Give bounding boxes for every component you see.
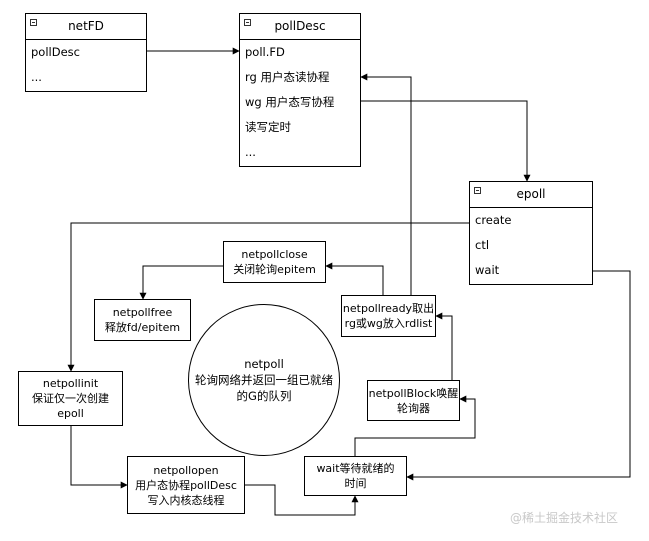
netpollinit-desc-line1: 保证仅一次创建	[32, 392, 109, 405]
epoll-method-wait: wait	[475, 263, 500, 277]
netpollopen-name: netpollopen	[153, 463, 219, 477]
netpollinit-box: netpollinit 保证仅一次创建 epoll	[18, 371, 123, 426]
netpoll-circle: netpoll 轮询网络并返回一组已就绪 的G的队列	[188, 304, 340, 456]
polldesc-field-rg: rg 用户态读协程	[245, 70, 330, 84]
netpollblock-box: netpollBlock唤醒 轮询器	[367, 380, 460, 421]
polldesc-field-wg: wg 用户态写协程	[245, 95, 335, 109]
netpollopen-desc-line1: 用户态协程pollDesc	[135, 478, 237, 492]
epoll-title: epoll	[516, 187, 546, 201]
arrow-netpollclose-to-netpollfree	[139, 265, 223, 300]
arrow-netpollblock-to-netpollready	[435, 312, 453, 380]
collapse-toggle-icon[interactable]	[244, 19, 251, 26]
netpollopen-box: netpollopen 用户态协程pollDesc 写入内核态线程	[127, 456, 245, 514]
netpollopen-desc-line2: 写入内核态线程	[147, 493, 225, 507]
epoll-class-box: epoll create ctl wait	[469, 181, 593, 285]
polldesc-field-pollfd: poll.FD	[245, 45, 285, 59]
netpollblock-desc: 轮询器	[397, 401, 430, 415]
netpollready-box: netpollready取出 rg或wg放入rdlist	[341, 295, 436, 337]
epoll-header: epoll	[470, 182, 592, 208]
netpollclose-name: netpollclose	[241, 248, 308, 261]
netpollclose-desc: 关闭轮询epitem	[233, 263, 316, 276]
netpoll-desc-line2: 的G的队列	[236, 389, 292, 403]
polldesc-field-ellipsis: ...	[245, 145, 256, 159]
wait-desc-line2: 时间	[344, 477, 367, 490]
watermark-text: @稀土掘金技术社区	[510, 511, 619, 525]
polldesc-field-deadline: 读写定时	[245, 120, 291, 134]
netpollfree-name: netpollfree	[112, 306, 173, 319]
polldesc-class-box: pollDesc poll.FD rg 用户态读协程 wg 用户态写协程 读写定…	[239, 13, 361, 167]
netfd-title: netFD	[68, 19, 104, 33]
netpollfree-desc: 释放fd/epitem	[104, 321, 181, 334]
polldesc-header: pollDesc	[240, 14, 360, 40]
netfd-header: netFD	[26, 14, 146, 40]
netpoll-desc-line1: 轮询网络并返回一组已就绪	[195, 373, 333, 387]
netpollblock-name: netpollBlock唤醒	[368, 386, 459, 400]
netfd-class-box: netFD pollDesc ...	[25, 13, 147, 92]
netpollclose-box: netpollclose 关闭轮询epitem	[223, 241, 326, 283]
arrow-netpollready-to-rg	[360, 73, 412, 295]
netpollinit-desc-line2: epoll	[57, 407, 84, 420]
arrow-netpollready-to-netpollclose	[325, 262, 384, 295]
arrow-netpollinit-to-netpollopen	[70, 426, 128, 489]
netpollready-name: netpollready取出	[342, 302, 435, 315]
polldesc-title: pollDesc	[274, 19, 326, 33]
epoll-method-create: create	[475, 213, 512, 227]
arrow-polldesc-to-epoll	[361, 100, 531, 182]
netpollready-desc: rg或wg放入rdlist	[344, 317, 433, 330]
netpollinit-name: netpollinit	[42, 377, 99, 390]
netfd-field-polldesc: pollDesc	[31, 45, 80, 59]
epoll-method-ctl: ctl	[475, 238, 490, 252]
wait-box: wait等待就绪的 时间	[304, 456, 407, 496]
wait-desc-line1: wait等待就绪的	[316, 462, 395, 475]
netpollfree-box: netpollfree 释放fd/epitem	[94, 299, 191, 341]
collapse-toggle-icon[interactable]	[30, 19, 37, 26]
netpoll-title: netpoll	[244, 357, 284, 371]
netfd-field-ellipsis: ...	[31, 70, 42, 84]
arrow-epollwait-to-wait	[406, 270, 631, 481]
collapse-toggle-icon[interactable]	[474, 187, 481, 194]
